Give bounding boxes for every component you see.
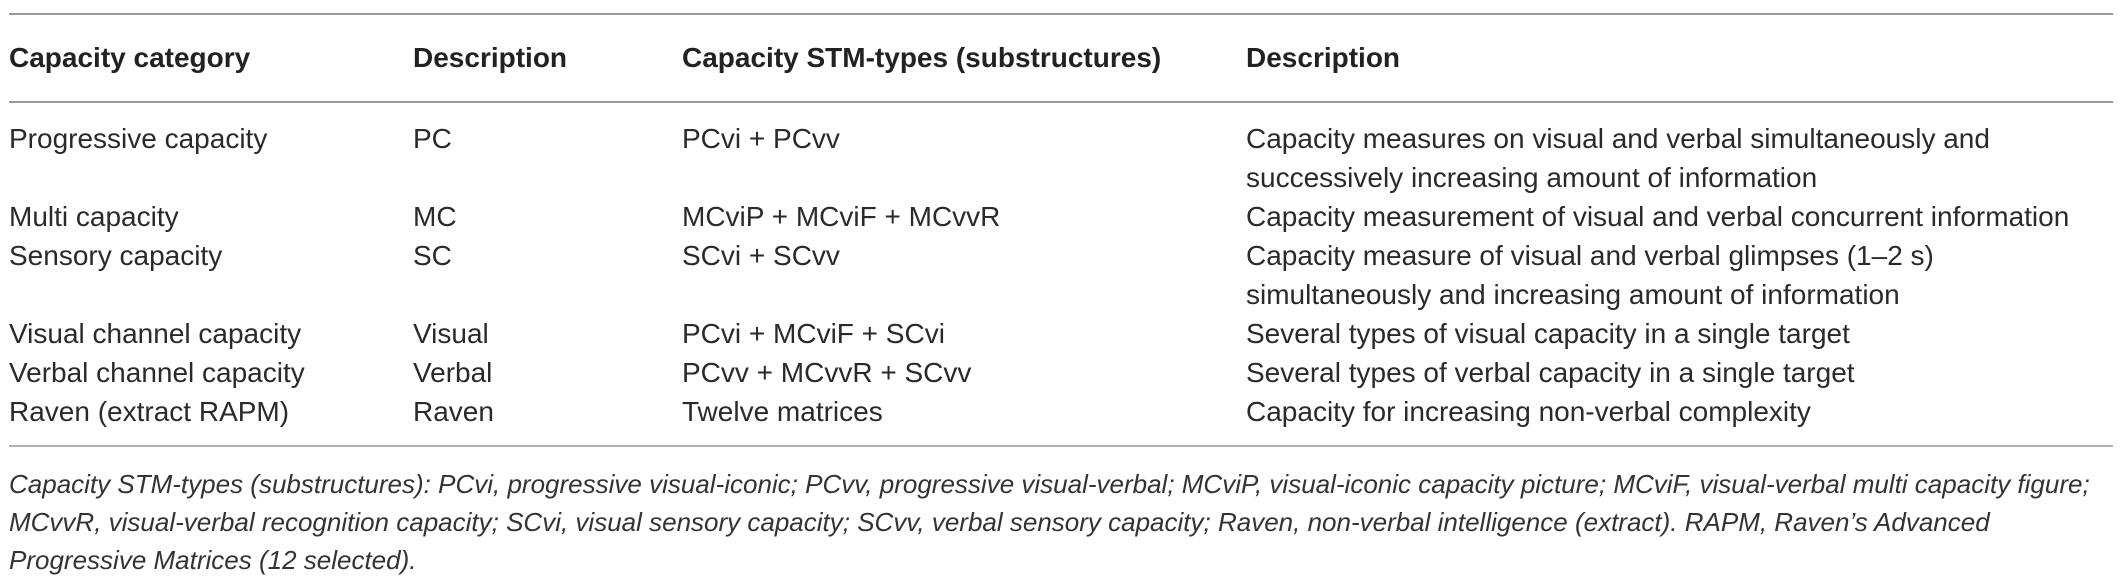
header-details: Description	[1246, 42, 1401, 73]
data-table: Capacity category Description Capacity S…	[9, 15, 2113, 101]
cell-stm-types: Twelve matrices	[682, 396, 883, 427]
header-stm-types: Capacity STM-types (substructures)	[682, 42, 1162, 73]
table-row: Visual channel capacity Visual PCvi + MC…	[9, 314, 2113, 353]
table-bottom-rule	[9, 445, 2113, 447]
table-row: Raven (extract RAPM) Raven Twelve matric…	[9, 392, 2113, 445]
cell-stm-types: PCvi + MCviF + SCvi	[682, 318, 945, 349]
cell-category: Visual channel capacity	[9, 318, 302, 349]
cell-description: Verbal	[413, 357, 493, 388]
cell-description: MC	[413, 201, 457, 232]
table-footnote: Capacity STM-types (substructures): PCvi…	[9, 469, 2090, 575]
capacity-table: Capacity category Description Capacity S…	[9, 13, 2113, 447]
header-capacity-category: Capacity category	[9, 42, 251, 73]
cell-category: Raven (extract RAPM)	[9, 396, 290, 427]
cell-category: Multi capacity	[9, 201, 179, 232]
cell-category: Verbal channel capacity	[9, 357, 305, 388]
cell-stm-types: MCviP + MCviF + MCvvR	[682, 201, 1001, 232]
cell-description: Raven	[413, 396, 494, 427]
cell-description: Visual	[413, 318, 489, 349]
cell-details: Capacity for increasing non-verbal compl…	[1246, 396, 1811, 427]
cell-category: Progressive capacity	[9, 123, 268, 154]
table-row: Progressive capacity PC PCvi + PCvv Capa…	[9, 103, 2113, 197]
header-description: Description	[413, 42, 568, 73]
cell-stm-types: PCvv + MCvvR + SCvv	[682, 357, 972, 388]
cell-stm-types: SCvi + SCvv	[682, 240, 840, 271]
cell-details: Several types of verbal capacity in a si…	[1246, 357, 1855, 388]
cell-description: SC	[413, 240, 452, 271]
data-table-body: Progressive capacity PC PCvi + PCvv Capa…	[9, 103, 2113, 445]
cell-category: Sensory capacity	[9, 240, 223, 271]
cell-details: Several types of visual capacity in a si…	[1246, 318, 1850, 349]
table-top-rule	[9, 13, 2113, 15]
cell-details: Capacity measurement of visual and verba…	[1246, 201, 2070, 232]
cell-description: PC	[413, 123, 452, 154]
cell-details: Capacity measure of visual and verbal gl…	[1246, 240, 1934, 310]
cell-details: Capacity measures on visual and verbal s…	[1246, 123, 1990, 193]
cell-stm-types: PCvi + PCvv	[682, 123, 840, 154]
table-row: Multi capacity MC MCviP + MCviF + MCvvR …	[9, 197, 2113, 236]
table-row: Sensory capacity SC SCvi + SCvv Capacity…	[9, 236, 2113, 314]
table-row: Verbal channel capacity Verbal PCvv + MC…	[9, 353, 2113, 392]
header-rule	[9, 101, 2113, 103]
header-row: Capacity category Description Capacity S…	[9, 15, 2113, 101]
